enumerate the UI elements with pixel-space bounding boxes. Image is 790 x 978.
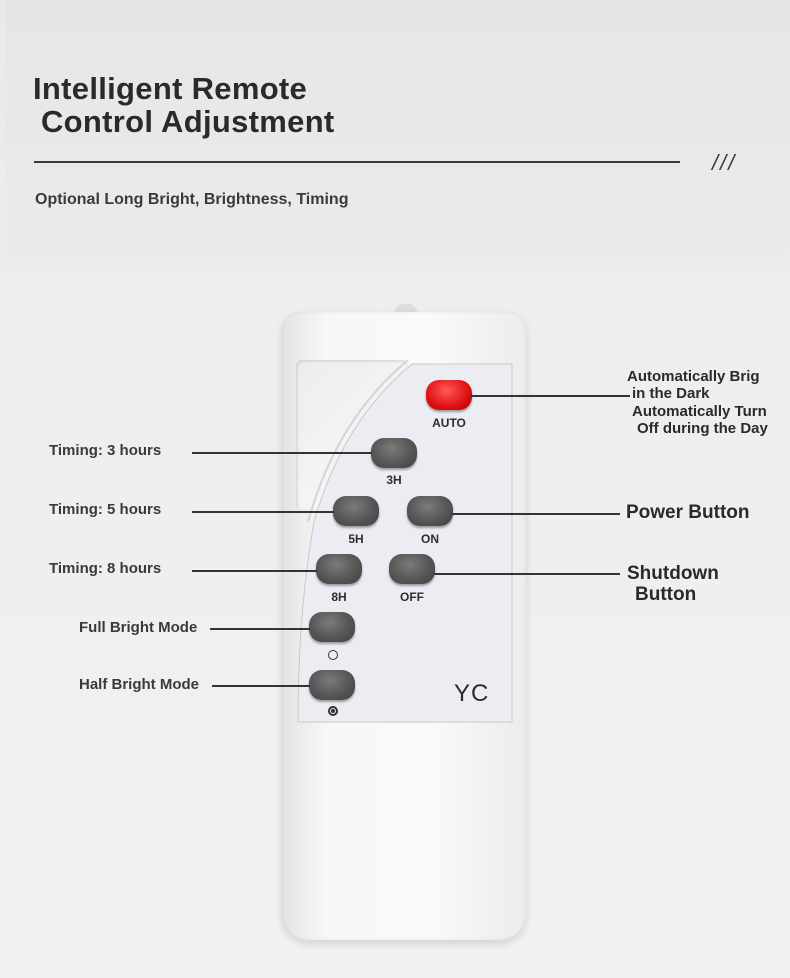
page-title: Intelligent Remote Control Adjustment [33, 72, 335, 138]
callout-auto-line-2: in the Dark [632, 385, 710, 402]
leader-line-timing-8 [192, 570, 317, 572]
full-bright-button[interactable] [309, 612, 355, 642]
title-line-2: Control Adjustment [41, 104, 335, 139]
3h-button[interactable] [371, 438, 417, 468]
off-button[interactable] [389, 554, 435, 584]
callout-auto-line-3: Automatically Turn [632, 403, 767, 420]
callout-timing-3: Timing: 3 hours [49, 442, 162, 459]
auto-button-label: AUTO [432, 416, 466, 430]
leader-line-auto [470, 395, 630, 397]
callout-auto: Automatically Brig in the Dark [627, 368, 760, 402]
slash-decoration: /// [712, 150, 737, 175]
callout-power-text: Power Button [626, 502, 750, 523]
callout-auto-off: Automatically Turn Off during the Day [632, 403, 768, 437]
subtitle: Optional Long Bright, Brightness, Timing [35, 191, 349, 208]
ir-emitter [395, 304, 417, 314]
header-divider [34, 161, 680, 163]
3h-button-label: 3H [386, 473, 402, 487]
callout-auto-line-1: Automatically Brig [627, 368, 760, 385]
leader-line-full-bright [210, 628, 310, 630]
callout-timing-8: Timing: 8 hours [49, 560, 162, 577]
off-button-label: OFF [400, 590, 424, 604]
title-line-1: Intelligent Remote [33, 71, 308, 106]
half-bright-icon [328, 706, 338, 716]
leader-line-timing-5 [192, 511, 334, 513]
5h-button-label: 5H [348, 532, 364, 546]
leader-line-power [452, 513, 620, 515]
on-button[interactable] [407, 496, 453, 526]
callout-half-bright: Half Bright Mode [79, 676, 199, 693]
callout-timing-5: Timing: 5 hours [49, 501, 162, 518]
on-button-label: ON [421, 532, 439, 546]
callout-power: Power Button [626, 502, 750, 523]
8h-button[interactable] [316, 554, 362, 584]
callout-full-bright: Full Bright Mode [79, 619, 198, 636]
full-bright-icon [328, 650, 338, 660]
callout-auto-line-4: Off during the Day [637, 420, 768, 437]
header-banner [6, 0, 790, 270]
auto-button[interactable] [426, 380, 472, 410]
leader-line-shutdown [434, 573, 620, 575]
callout-shutdown-line-2: Button [635, 584, 697, 605]
5h-button[interactable] [333, 496, 379, 526]
leader-line-half-bright [212, 685, 310, 687]
button-panel [297, 359, 513, 723]
leader-line-timing-3 [192, 452, 372, 454]
half-bright-button[interactable] [309, 670, 355, 700]
callout-shutdown-line-1: Shutdown [627, 563, 719, 584]
brand-logo: YC [454, 680, 490, 707]
8h-button-label: 8H [331, 590, 347, 604]
callout-shutdown: Shutdown Button [627, 563, 719, 605]
